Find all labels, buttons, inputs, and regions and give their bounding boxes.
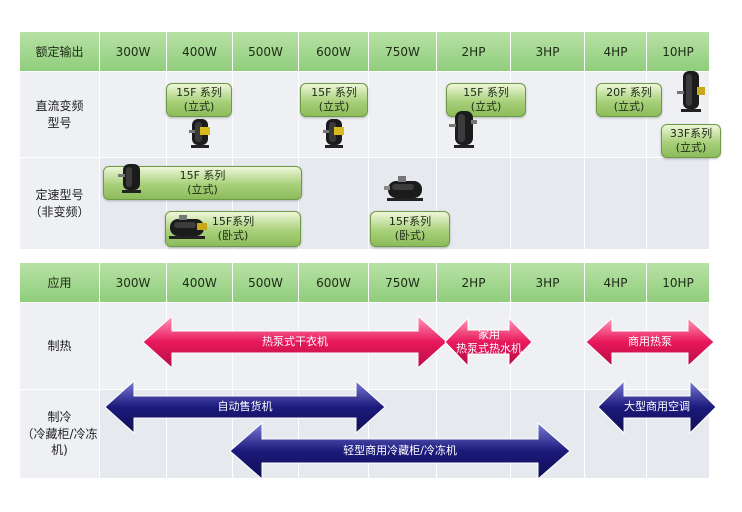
large-ac-label: 大型商用空调 <box>624 400 690 413</box>
row-label-line: 直流变频 <box>35 98 84 113</box>
vertical-compressor-icon <box>449 111 477 148</box>
header-cell: 3HP <box>511 32 585 72</box>
light-commercial-label: 轻型商用冷藏柜/冷冻机 <box>343 444 457 457</box>
vending-machine-arrow <box>104 379 386 435</box>
row-label-cooling: 制冷 （冷藏柜/冷冻机) <box>20 390 100 479</box>
header-cell: 4HP <box>585 263 647 303</box>
header-cell: 750W <box>369 263 437 303</box>
vending-machine-label: 自动售货机 <box>217 400 273 413</box>
header-cell: 3HP <box>511 263 585 303</box>
horizontal-compressor-icon <box>169 215 207 239</box>
light-commercial-arrow <box>229 421 571 481</box>
pill-line: 15F 系列 <box>176 86 222 99</box>
header-cell: 2HP <box>437 263 511 303</box>
header-cell: 10HP <box>647 32 710 72</box>
commercial-heat-pump-arrow <box>585 316 715 368</box>
row-label-line: 定速型号 <box>35 187 84 202</box>
pill-line: 33F系列 <box>669 127 713 140</box>
row-label-heating: 制热 <box>20 303 100 390</box>
header-cell: 4HP <box>585 32 647 72</box>
vertical-compressor-icon <box>323 119 344 148</box>
vertical-compressor-icon <box>189 119 210 148</box>
row-label-line: （冷藏柜/冷冻 <box>21 426 98 441</box>
header-cell-rated-output: 额定输出 <box>20 32 100 72</box>
home-water-heater-arrow <box>444 316 533 368</box>
pill-line: 15F系列 <box>388 215 432 228</box>
vertical-compressor-icon <box>677 71 705 112</box>
horizontal-compressor-icon <box>384 176 423 201</box>
pill-line: 15F 系列 <box>463 86 509 99</box>
row-label-line: 制冷 <box>47 409 72 424</box>
header-cell: 750W <box>369 32 437 72</box>
header-cell: 400W <box>167 263 233 303</box>
series-pill: 15F 系列(立式) <box>300 83 368 117</box>
pill-line: (卧式) <box>394 229 426 242</box>
vertical-compressor-icon <box>118 164 141 193</box>
header-cell: 10HP <box>647 263 710 303</box>
header-cell: 500W <box>233 263 299 303</box>
row-label-line: 型号 <box>47 115 72 130</box>
pill-line: (立式) <box>675 141 707 154</box>
series-pill: 15F 系列(立式) <box>166 83 232 117</box>
row-label-line: （非变频） <box>29 204 90 219</box>
series-pill: 15F系列(卧式) <box>370 211 450 247</box>
series-pill: 33F系列(立式) <box>661 124 721 158</box>
pill-line: 20F 系列 <box>606 86 652 99</box>
header-cell: 400W <box>167 32 233 72</box>
row-label-inverter: 直流变频型号 <box>20 72 100 158</box>
home-water-heater-label: 家用热泵式热水机 <box>448 328 530 356</box>
pill-line: (立式) <box>183 100 215 113</box>
pill-line: (立式) <box>613 100 645 113</box>
header-cell: 2HP <box>437 32 511 72</box>
commercial-heat-pump-label: 商用热泵 <box>628 335 672 348</box>
header-cell: 600W <box>299 32 369 72</box>
series-pill: 20F 系列(立式) <box>596 83 662 117</box>
arrow-label-line: 家用 <box>478 328 500 341</box>
pill-line: 15F 系列 <box>179 169 226 182</box>
header-cell: 600W <box>299 263 369 303</box>
large-ac-arrow <box>597 379 717 435</box>
header-cell-application: 应用 <box>20 263 100 303</box>
pill-line: 15F 系列 <box>311 86 357 99</box>
pill-line: 15F系列 <box>211 215 255 228</box>
pill-line: (立式) <box>187 183 218 196</box>
row-label-line: 机) <box>51 443 68 458</box>
series-pill: 15F 系列(立式) <box>446 83 526 117</box>
arrow-label-line: 热泵式热水机 <box>456 342 522 355</box>
pill-line: (立式) <box>318 100 350 113</box>
header-cell: 500W <box>233 32 299 72</box>
pill-line: (立式) <box>470 100 502 113</box>
header-cell: 300W <box>100 32 167 72</box>
header-cell: 300W <box>100 263 167 303</box>
row-label-fixed-speed: 定速型号 （非变频） <box>20 158 100 250</box>
pill-line: (卧式) <box>217 229 249 242</box>
heat-pump-dryer-label: 热泵式干衣机 <box>262 335 328 348</box>
